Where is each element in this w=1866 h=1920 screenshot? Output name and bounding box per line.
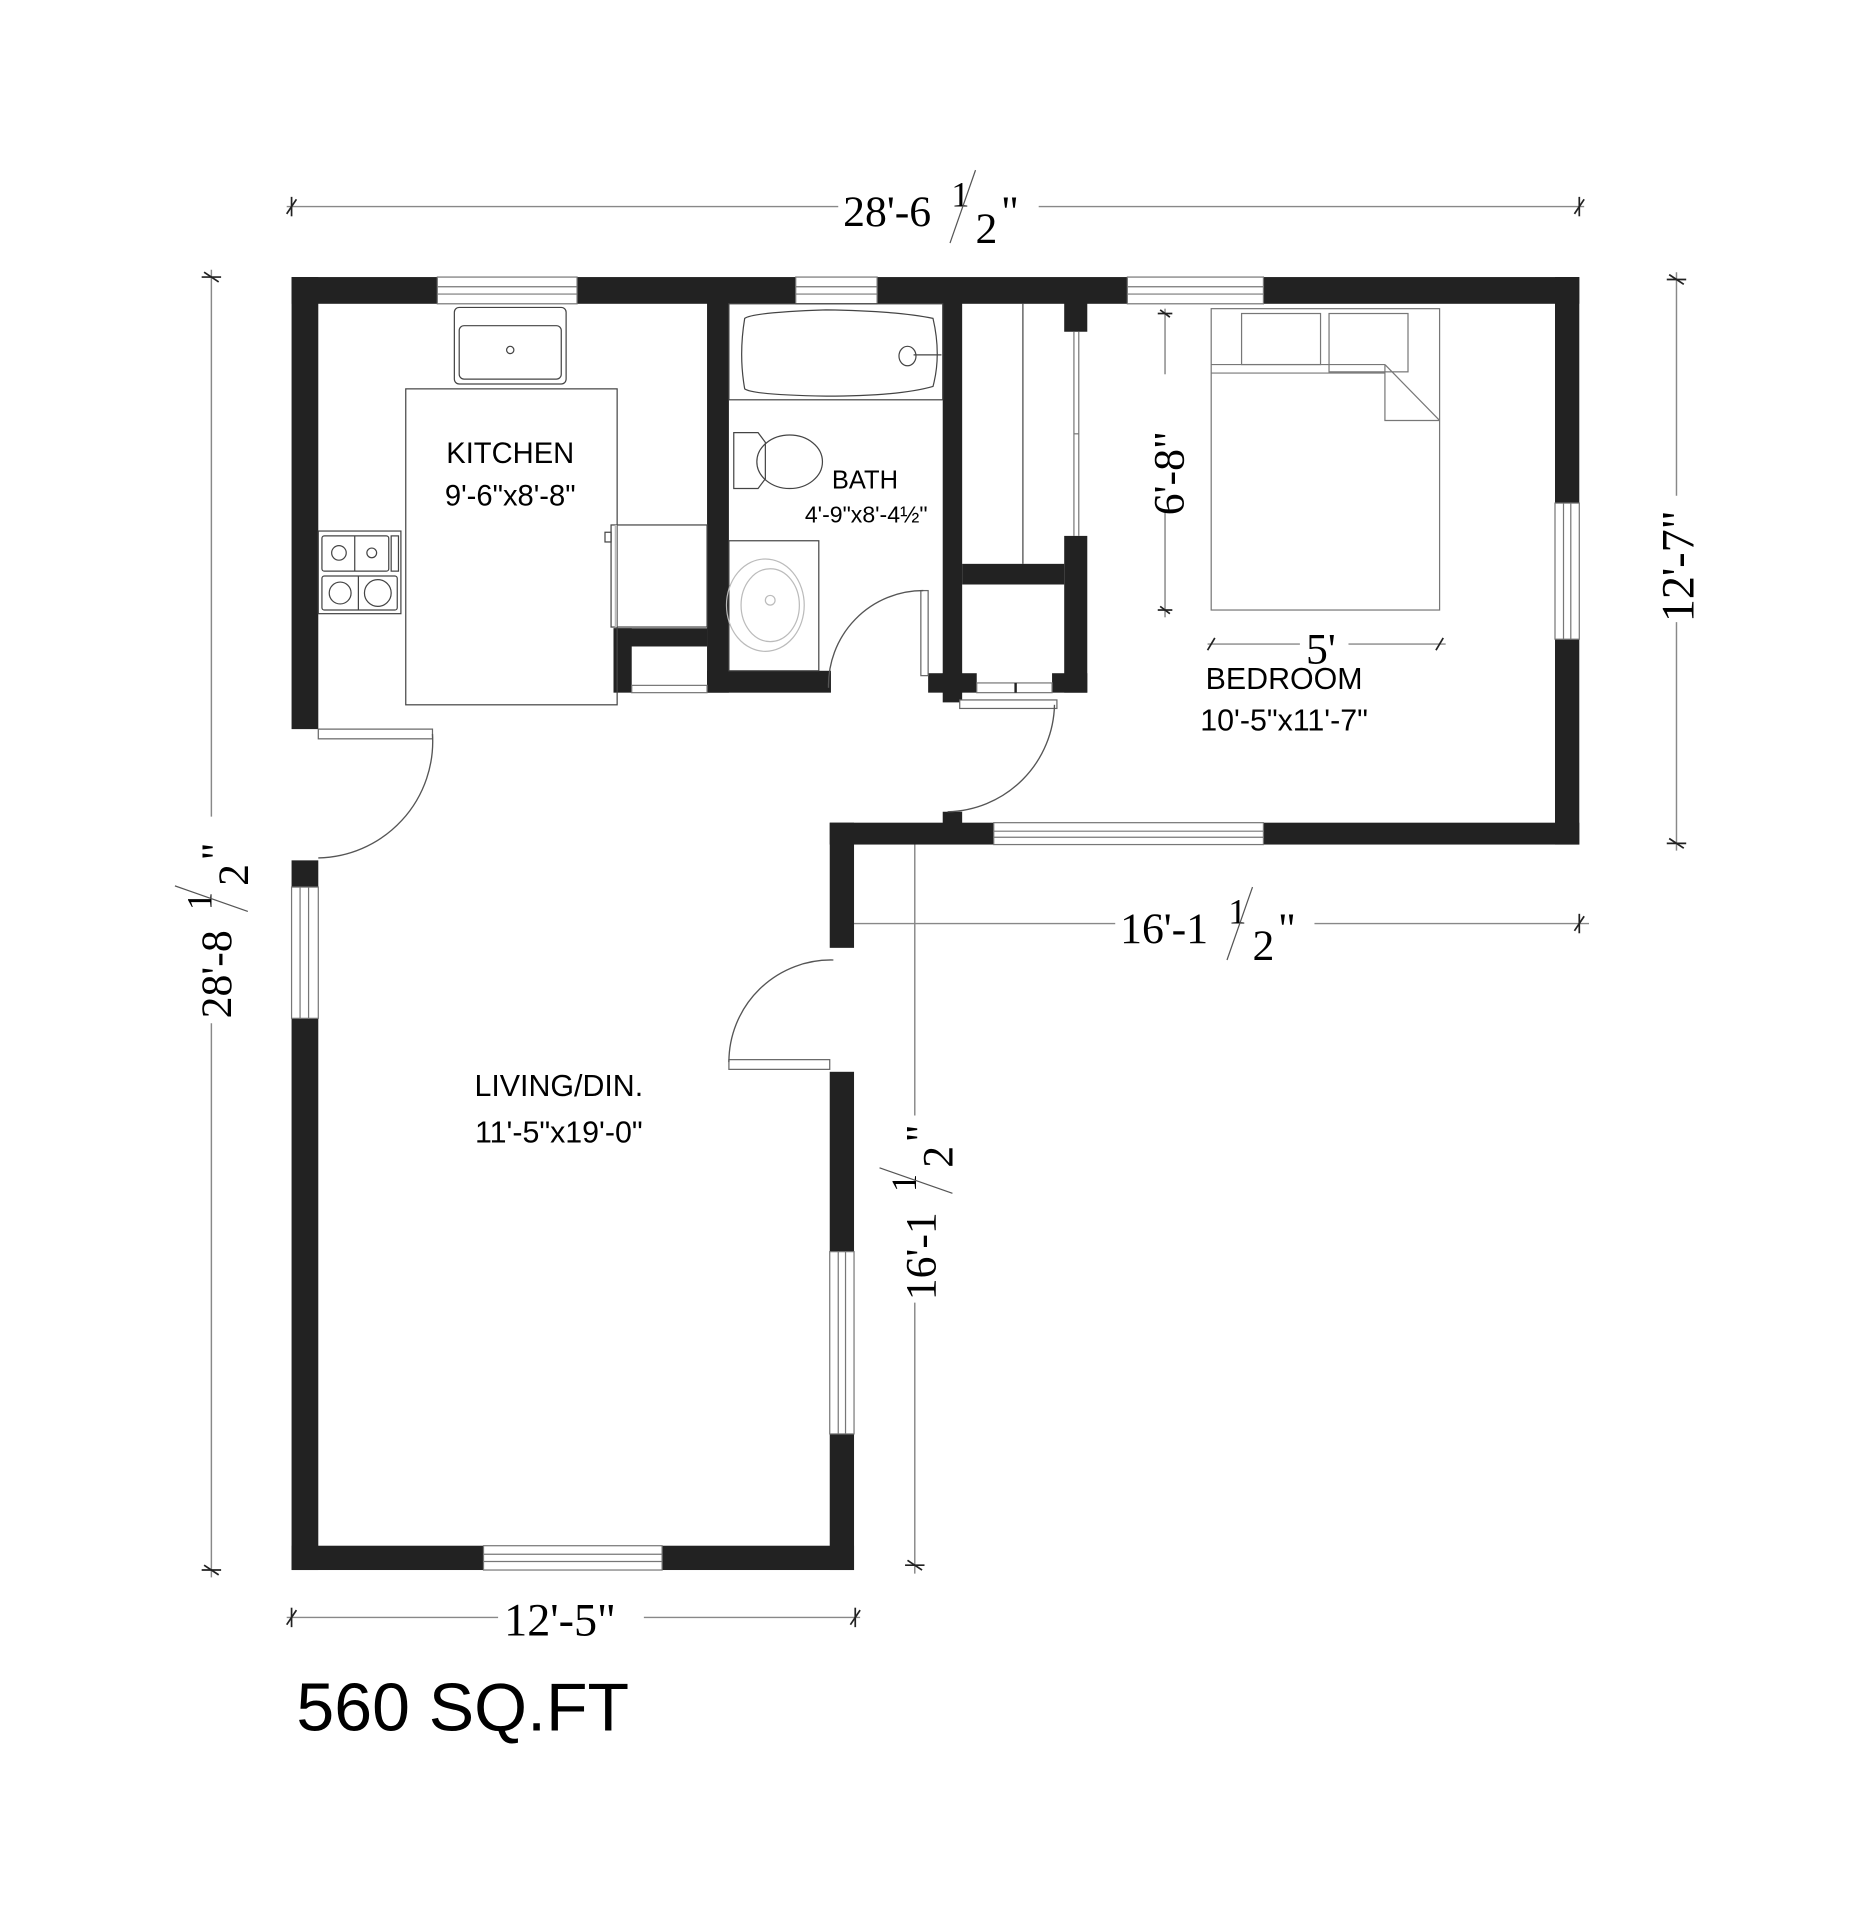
dimension-bed-width: 5' (1206, 625, 1446, 673)
overall-depth-den: 2 (210, 864, 258, 886)
living-wing-depth-label: 16'-1 (897, 1212, 945, 1300)
bedroom-name: BEDROOM (1206, 663, 1363, 696)
room-label-living: LIVING/DIN. 11'-5"x19'-0" (474, 1070, 643, 1149)
wall-bath-bottom (707, 670, 831, 693)
door-entry-left (317, 728, 434, 859)
dimension-overall-width: 28'-6 1 2 " (285, 169, 1585, 253)
overall-depth-num: 1 (179, 892, 219, 910)
windows (290, 276, 1580, 1571)
window-kitchen (436, 276, 578, 305)
wall-kitchen-bath (707, 296, 729, 693)
bed-icon (1210, 308, 1441, 611)
window-living-left (290, 886, 319, 1019)
dimension-overall-depth: 28'-8 1 2 " (174, 269, 258, 1578)
window-living-bottom (482, 1545, 663, 1571)
wall-pantry-top (613, 628, 708, 647)
wall-left-2 (291, 860, 319, 888)
bathroom-sink-icon (725, 540, 820, 672)
wall-living-right-1 (829, 1071, 855, 1252)
window-bath (795, 276, 878, 305)
kitchen-name: KITCHEN (446, 438, 574, 470)
wall-closet-bottom-stub (1052, 673, 1088, 693)
living-size: 11'-5"x19'-0" (475, 1116, 643, 1149)
toilet-icon (733, 432, 824, 490)
room-label-bedroom: BEDROOM 10'-5"x11'-7" (1200, 663, 1368, 737)
wall-l-corner (829, 822, 855, 948)
room-label-bath: BATH 4'-9"x8'-4½" (805, 467, 928, 528)
wall-closet-right-top (1064, 296, 1088, 332)
dimension-bed-length: 6'-8" (1145, 308, 1193, 618)
kitchen-size: 9'-6"x8'-8" (445, 481, 576, 513)
dimension-living-wing-depth: 16'-1 1 2 " (879, 844, 962, 1574)
wall-bedroom-bottom-2 (1263, 822, 1580, 845)
bathtub-icon (728, 303, 944, 401)
living-wing-depth-num: 1 (884, 1174, 924, 1192)
wall-top-3 (877, 277, 1128, 304)
door-bath (827, 589, 929, 688)
wall-stub-2 (942, 673, 963, 703)
bedroom-depth-label: 12'-7" (1652, 510, 1703, 622)
bath-size: 4'-9"x8'-4½" (805, 502, 928, 528)
wall-bottom-2 (662, 1545, 855, 1571)
room-label-kitchen: KITCHEN 9'-6"x8'-8" (445, 438, 576, 513)
wall-bedroom-door-stub (942, 811, 963, 829)
living-wing-depth-den: 2 (914, 1146, 962, 1168)
overall-width-label: 28'-6 (843, 188, 931, 236)
bedroom-wing-width-num: 1 (1228, 892, 1246, 932)
bed-length-label: 6'-8" (1145, 431, 1193, 515)
dimension-bedroom-wing-width: 16'-1 1 2 " (850, 886, 1590, 970)
dimension-living-width: 12'-5" (285, 1595, 861, 1646)
overall-width-unit: " (1001, 188, 1019, 236)
wall-left-3 (291, 1018, 319, 1571)
window-closet-bottom (976, 682, 1053, 694)
wall-top-4 (1263, 277, 1580, 304)
kitchen-fixtures (317, 306, 708, 706)
living-width-label: 12'-5" (504, 1595, 616, 1646)
door-bedroom (947, 699, 1058, 813)
kitchen-island-counter (405, 388, 618, 706)
window-living-right (829, 1251, 855, 1435)
bedroom-wing-width-label: 16'-1 (1120, 905, 1208, 953)
dimension-bedroom-depth: 12'-7" (1652, 272, 1703, 851)
bath-fixtures (725, 303, 944, 672)
wall-bath-closet (942, 296, 963, 693)
wall-top-2 (577, 277, 796, 304)
living-name: LIVING/DIN. (474, 1070, 643, 1103)
overall-depth-label: 28'-8 (193, 930, 241, 1018)
door-entry-front (728, 959, 834, 1070)
overall-width-num: 1 (951, 175, 969, 215)
bed-width-label: 5' (1306, 625, 1336, 673)
wall-closet-right-bottom (1064, 535, 1088, 693)
wall-pantry-left (613, 628, 632, 693)
window-pantry (631, 684, 708, 694)
closet (1022, 303, 1080, 564)
refrigerator-icon (604, 524, 708, 628)
walls (291, 277, 1580, 1571)
overall-depth-unit: " (193, 842, 241, 860)
kitchen-sink-icon (453, 306, 567, 385)
bedroom-wing-width-unit: " (1278, 905, 1296, 953)
wall-closet-mid (962, 563, 1065, 585)
overall-width-den: 2 (976, 205, 998, 253)
window-bedroom-right (1554, 502, 1580, 640)
window-bedroom-top (1126, 276, 1265, 305)
bedroom-size: 10'-5"x11'-7" (1200, 704, 1368, 737)
bath-name: BATH (832, 467, 898, 495)
total-area-label: 560 SQ.FT (296, 1669, 629, 1745)
stove-icon (317, 530, 402, 615)
doors (317, 589, 1058, 1070)
living-wing-depth-unit: " (897, 1124, 945, 1142)
wall-bottom-1 (291, 1545, 484, 1571)
bedroom-wing-width-den: 2 (1253, 922, 1275, 970)
wall-right-1 (1555, 277, 1580, 504)
wall-left-1 (291, 277, 319, 730)
window-bedroom-bottom (993, 822, 1265, 846)
wall-bedroom-bottom-1 (829, 822, 994, 845)
wall-right-2 (1555, 639, 1580, 845)
